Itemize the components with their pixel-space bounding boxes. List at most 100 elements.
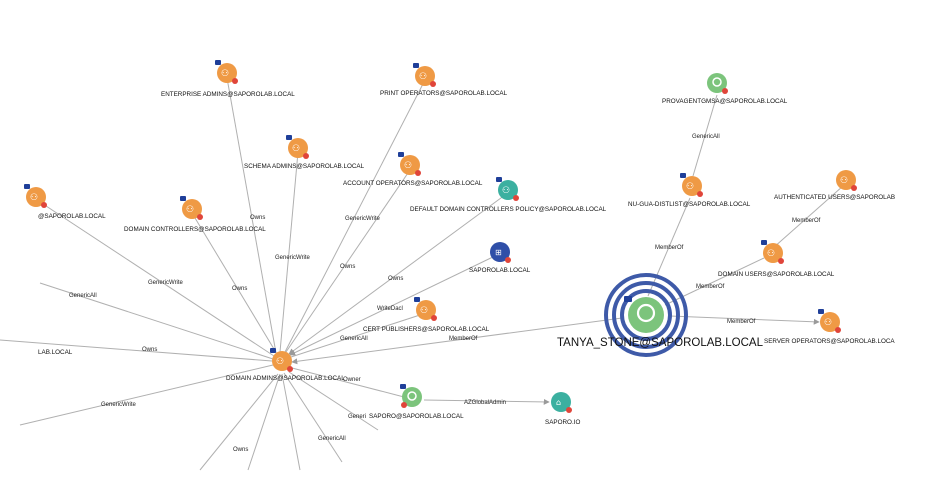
edge-label: MemberOf: [727, 319, 756, 325]
badge-blue-icon: [215, 60, 221, 65]
nodes: ⚇ ENTERPRISE ADMINS@SAPOROLAB.LOCAL ⚇ PR…: [24, 60, 895, 426]
edges: [0, 77, 844, 471]
badge-red-icon: [431, 315, 437, 321]
edge-label: AZGlobalAdmin: [464, 400, 506, 406]
edge-tanya-domain-admins[interactable]: [291, 317, 623, 365]
edge-memberof-nu-gua[interactable]: [647, 197, 691, 297]
edge-label: GenericAll: [69, 293, 97, 299]
edge-label: GenericAll: [318, 436, 346, 442]
edge-cert-publishers[interactable]: [290, 313, 424, 358]
edge-label: Owns: [232, 286, 247, 292]
edge-memberof-server-ops[interactable]: [669, 315, 820, 325]
badge-red-icon: [401, 402, 407, 408]
badge-blue-icon: [818, 309, 824, 314]
node-saporolab-domain[interactable]: ⊞: [490, 242, 511, 263]
node-label: SAPORO.IO: [545, 419, 580, 426]
node-label: @SAPOROLAB.LOCAL: [38, 213, 106, 220]
edge-account-operators[interactable]: [285, 169, 411, 353]
edge-genericall-down[interactable]: [283, 372, 343, 463]
edge-print-operators[interactable]: [284, 79, 426, 353]
edge-schema-admins[interactable]: [279, 151, 299, 353]
edge-down-3[interactable]: [281, 373, 301, 471]
edge-genericall-left[interactable]: [39, 282, 274, 360]
svg-text:⚇: ⚇: [420, 306, 428, 316]
user-icon: [402, 387, 422, 407]
node-domain-controllers[interactable]: ⚇: [180, 196, 203, 220]
edge-genericwrite-left[interactable]: [19, 364, 274, 426]
node-label: NU-GUA-DISTLIST@SAPOROLAB.LOCAL: [628, 201, 751, 208]
svg-text:⚇: ⚇: [419, 72, 427, 82]
badge-red-icon: [851, 185, 857, 191]
edge-label: Owns: [233, 447, 248, 453]
svg-text:⌂: ⌂: [556, 398, 561, 407]
user-icon: [628, 297, 664, 333]
node-authenticated-users[interactable]: ⚇: [836, 170, 857, 191]
edge-azglobaladmin[interactable]: [423, 398, 550, 405]
badge-blue-icon: [624, 296, 632, 302]
node-domain-users[interactable]: ⚇: [761, 240, 784, 264]
node-label: ACCOUNT OPERATORS@SAPOROLAB.LOCAL: [343, 180, 483, 187]
node-domain-admins[interactable]: ⚇: [270, 348, 293, 372]
badge-blue-icon: [496, 177, 502, 182]
node-label: DEFAULT DOMAIN CONTROLLERS POLICY@SAPORO…: [410, 206, 607, 213]
edge-default-dc-policy[interactable]: [288, 194, 506, 355]
domain-icon: [490, 242, 510, 262]
badge-red-icon: [697, 191, 703, 197]
edge-generi[interactable]: [288, 371, 379, 431]
svg-text:⚇: ⚇: [276, 357, 284, 367]
target-ring-inner: [620, 289, 672, 341]
node-label: SCHEMA ADMINS@SAPOROLAB.LOCAL: [244, 163, 365, 170]
node-label: SAPOROLAB.LOCAL: [469, 267, 531, 274]
badge-blue-icon: [761, 240, 767, 245]
node-label: AUTHENTICATED USERS@SAPOROLAB: [774, 194, 895, 201]
svg-text:⚇: ⚇: [292, 144, 300, 154]
edge-domain-controllers[interactable]: [191, 212, 278, 355]
edge-owns-left[interactable]: [0, 339, 273, 362]
edge-memberof-auth-users[interactable]: [772, 185, 844, 249]
edge-down-2[interactable]: [199, 373, 279, 471]
node-left-group[interactable]: ⚇: [24, 184, 47, 208]
node-provagentgmsa[interactable]: [707, 73, 728, 94]
edge-enterprise-admins[interactable]: [226, 77, 277, 354]
svg-text:⚇: ⚇: [767, 249, 775, 259]
node-tanya-stone[interactable]: [604, 273, 688, 357]
edge-saporolab-domain[interactable]: [289, 254, 498, 356]
node-schema-admins[interactable]: ⚇: [286, 135, 309, 159]
edge-owns-down[interactable]: [247, 373, 281, 471]
group-icon: [217, 63, 237, 83]
edge-label: Owns: [142, 347, 157, 353]
edge-label: GenericWrite: [345, 216, 381, 222]
node-label: SERVER OPERATORS@SAPOROLAB.LOCA: [764, 338, 895, 345]
edge-genericall-provagent[interactable]: [692, 94, 718, 177]
node-nu-gua-distlist[interactable]: ⚇: [680, 173, 703, 197]
edge-left-group[interactable]: [39, 201, 275, 357]
group-icon: [416, 300, 436, 320]
badge-red-icon: [566, 407, 572, 413]
edge-owner[interactable]: [291, 367, 405, 398]
node-saporo-io[interactable]: ⌂: [551, 392, 572, 413]
svg-text:⚇: ⚇: [404, 161, 412, 171]
badge-blue-icon: [270, 348, 276, 353]
svg-text:⚇: ⚇: [824, 318, 832, 328]
badge-red-icon: [415, 170, 421, 176]
edge-label: MemberOf: [792, 218, 821, 224]
node-enterprise-admins[interactable]: ⚇: [215, 60, 238, 84]
node-server-operators[interactable]: ⚇: [818, 309, 841, 333]
svg-text:⚇: ⚇: [686, 182, 694, 192]
node-saporo-user[interactable]: [400, 384, 422, 408]
edge-memberof-domain-users[interactable]: [664, 257, 765, 306]
node-default-dc-policy[interactable]: ⚇: [496, 177, 519, 201]
node-print-operators[interactable]: ⚇: [413, 63, 436, 87]
gpo-icon: [498, 180, 518, 200]
node-cert-publishers[interactable]: ⚇: [414, 297, 437, 321]
node-label-offscreen: LAB.LOCAL: [38, 349, 73, 356]
badge-red-icon: [835, 327, 841, 333]
group-icon: [182, 199, 202, 219]
edge-label: WriteDacl: [377, 306, 403, 312]
group-icon: [682, 176, 702, 196]
edge-label: Owner: [343, 377, 361, 383]
edge-label: GenericWrite: [275, 255, 311, 261]
badge-blue-icon: [400, 384, 406, 389]
node-account-operators[interactable]: ⚇: [398, 152, 421, 176]
